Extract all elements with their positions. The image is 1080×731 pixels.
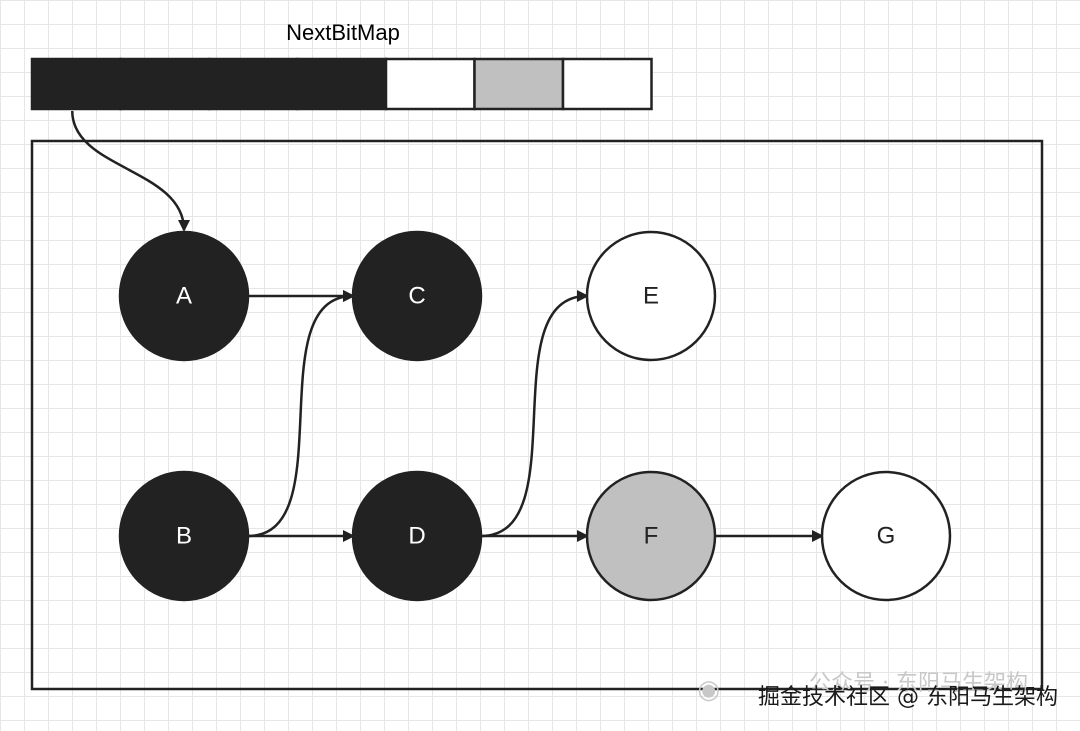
bitmap-cell xyxy=(296,57,388,111)
edge-d-to-e xyxy=(480,290,589,538)
wechat-icon: ◉ xyxy=(697,675,720,705)
watermark: ◉ 公众号 · 东阳马生架构 掘金技术社区 @ 东阳马生架构 xyxy=(697,673,1058,710)
watermark-front-text: 掘金技术社区 @ 东阳马生架构 xyxy=(758,685,1058,710)
node-b xyxy=(118,470,250,602)
bitmap-cell xyxy=(119,57,211,111)
node-f-label: F xyxy=(644,523,659,550)
node-f xyxy=(585,470,717,602)
bitmap-cell xyxy=(207,57,299,111)
watermark-back-text: 公众号 · 东阳马生架构 xyxy=(809,671,1028,696)
edge-b-to-c xyxy=(247,290,355,538)
bitmap-cell xyxy=(384,57,476,111)
node-c xyxy=(351,230,483,362)
bitmap-title: NextBitMap xyxy=(286,20,400,45)
node-g-label: G xyxy=(877,523,896,550)
object-nodes: A B C D E F G xyxy=(118,230,952,602)
bitmap-cell xyxy=(561,57,653,111)
next-bitmap xyxy=(30,57,653,111)
heap-region xyxy=(30,139,1044,691)
node-c-label: C xyxy=(408,283,425,310)
reference-edges xyxy=(71,110,824,542)
node-g xyxy=(820,470,952,602)
bitmap-cell xyxy=(473,57,565,111)
node-d-label: D xyxy=(408,523,425,550)
node-a-label: A xyxy=(176,283,192,310)
node-b-label: B xyxy=(176,523,192,550)
node-e xyxy=(585,230,717,362)
node-d xyxy=(351,470,483,602)
bitmap-pointer-arrow xyxy=(71,110,190,232)
node-e-label: E xyxy=(643,283,659,310)
node-a xyxy=(118,230,250,362)
bitmap-cell xyxy=(30,57,122,111)
